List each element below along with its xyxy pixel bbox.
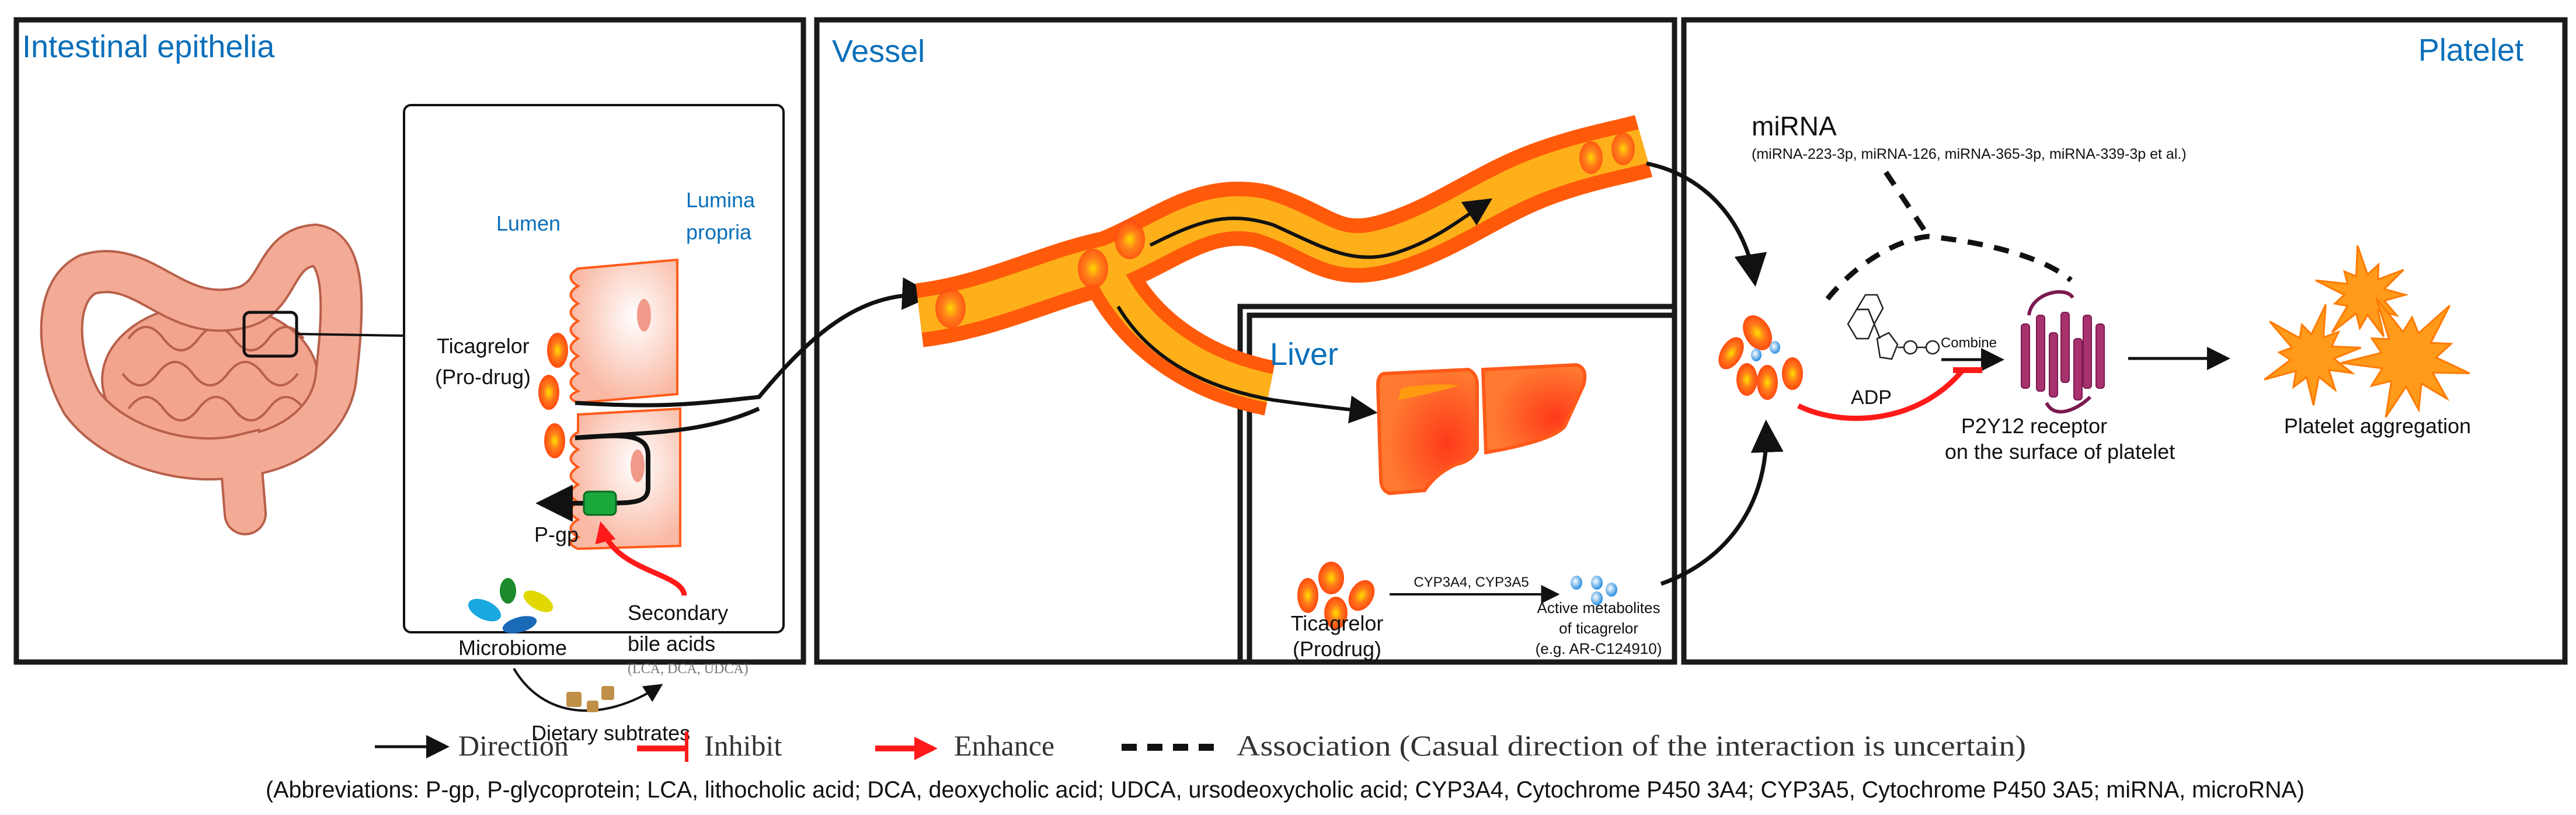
p2y12-receptor-icon (2021, 290, 2105, 414)
label-bile-acid-types: (LCA, DCA, UDCA) (628, 661, 749, 677)
label-ticagrelor: Ticagrelor (437, 334, 530, 358)
label-mirna: miRNA (1752, 111, 1837, 141)
label-metabolite-example: (e.g. AR-C124910) (1536, 640, 1662, 657)
absorption-arrow-to-vessel (575, 277, 935, 408)
label-dietary-substrates: Dietary subtrates (531, 721, 690, 745)
label-active-metabolites: Active metabolites (1537, 599, 1661, 617)
label-receptor-surface: on the surface of platelet (1945, 440, 2175, 464)
ticagrelor-and-metabolite-cluster (1718, 315, 1803, 400)
adp-structure-icon (1847, 294, 1940, 360)
active-metabolite-dots (1571, 576, 1617, 605)
inhibit-line-ticagrelor-to-adp-binding (1797, 370, 1964, 421)
ticagrelor-prodrug-molecules (1297, 562, 1375, 629)
label-microbiome: Microbiome (458, 636, 567, 660)
pgp-transporter-icon (583, 490, 617, 516)
label-cyp-enzymes: CYP3A4, CYP3A5 (1414, 574, 1529, 590)
panel-intestinal-epithelia (13, 17, 806, 665)
dietary-substrate-icons (566, 686, 614, 712)
vessel-to-liver-arrow (1116, 305, 1378, 424)
label-pgp: P-gp (534, 523, 579, 546)
label-lamina-1: Lumina (686, 188, 756, 212)
label-lamina-2: propria (686, 220, 752, 244)
association-dashed-lines (1825, 170, 2073, 301)
legend-enhance-label: Enhance (954, 729, 1054, 762)
activated-platelet-star (2264, 304, 2362, 406)
legend-inhibit-label: Inhibit (704, 729, 782, 762)
panel-title-platelet: Platelet (2418, 33, 2523, 68)
vessel-to-platelet-arrow (1646, 161, 1767, 287)
legend-direction-label: Direction (458, 729, 569, 762)
label-secondary: Secondary (628, 601, 728, 625)
label-mirna-list: (miRNA-223-3p, miRNA-126, miRNA-365-3p, … (1752, 146, 2187, 162)
label-platelet-aggregation: Platelet aggregation (2284, 414, 2471, 438)
label-p2y12-receptor: P2Y12 receptor (1961, 414, 2107, 438)
panel-title-liver: Liver (1270, 337, 1338, 372)
panel-title-intestinal: Intestinal epithelia (22, 29, 275, 64)
intestine-illustration (40, 223, 363, 535)
activated-platelet-star (2315, 245, 2409, 337)
efflux-arrow (535, 433, 650, 522)
abbreviations-note: (Abbreviations: P-gp, P-glycoprotein; LC… (266, 777, 2305, 803)
panel-platelet (1681, 17, 2568, 665)
enhance-arrow-bile-to-pgp (595, 521, 687, 596)
label-combine: Combine (1941, 335, 1997, 351)
microbiome-conversion-arrow (513, 667, 663, 712)
metabolite-to-platelet-arrow (1660, 419, 1784, 586)
blood-vessel (915, 114, 1653, 416)
legend-association-label: Association (Casual direction of the int… (1237, 729, 2026, 762)
zoom-connector-line (296, 333, 405, 337)
ticagrelor-molecules (538, 333, 568, 458)
microbiome-icon (468, 578, 554, 633)
label-lumen: Lumen (496, 211, 561, 235)
panel-title-vessel: Vessel (832, 34, 925, 69)
activated-platelet-star (2341, 297, 2470, 418)
aggregated-platelets-icon (2264, 245, 2470, 418)
legend: Direction Inhibit Enhance Association (C… (266, 729, 2305, 803)
label-bile-acids: bile acids (628, 632, 715, 656)
label-pro-drug: (Pro-drug) (435, 365, 531, 389)
label-adp: ADP (1851, 386, 1892, 409)
liver-icon (1376, 363, 1587, 496)
label-liver-ticagrelor: Ticagrelor (1291, 611, 1384, 635)
vessel-flow-arrow (1149, 198, 1493, 259)
label-of-ticagrelor: of ticagrelor (1559, 619, 1638, 637)
label-liver-prodrug: (Prodrug) (1293, 637, 1381, 661)
vessel-inner-corner (1237, 304, 1675, 662)
